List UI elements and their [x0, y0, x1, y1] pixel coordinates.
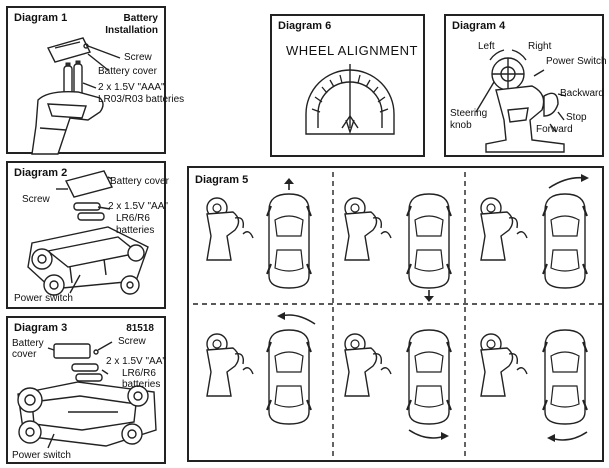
diagram-2-title: Diagram 2: [14, 167, 68, 179]
label-batteries-word: batteries: [116, 225, 155, 236]
label-battery-cover: Battery: [12, 338, 44, 349]
wheel-alignment-heading: WHEEL ALIGNMENT: [286, 43, 418, 58]
diagram-3-title: Diagram 3: [14, 322, 68, 334]
diagram-4-panel: Diagram 4 Left Right Power Switch Backwa…: [444, 14, 607, 157]
label-steering-knob: Steering: [450, 108, 488, 119]
car-battery-illustration: [27, 170, 149, 296]
label-forward: Forward: [536, 124, 573, 135]
label-battery-cover-2: cover: [12, 349, 37, 360]
label-screw: Screw: [22, 194, 50, 205]
diagram-1-panel: Diagram 1 Battery Installation Screw Bat…: [6, 6, 184, 155]
battery-installation-heading: Battery: [123, 13, 158, 24]
label-left: Left: [478, 41, 495, 52]
label-battery-cover: Battery cover: [98, 66, 157, 77]
label-battery-cover: Battery cover: [110, 176, 169, 187]
label-batteries-word: batteries: [122, 379, 161, 390]
driving-directions-grid: [193, 172, 602, 460]
label-stop: Stop: [566, 112, 587, 123]
label-right: Right: [528, 41, 552, 52]
diagram-1-title: Diagram 1: [14, 12, 68, 24]
label-screw: Screw: [124, 52, 152, 63]
label-backward: Backward: [560, 88, 604, 99]
diagram-6-title: Diagram 6: [278, 20, 332, 32]
label-power-switch: Power Switch: [546, 56, 607, 67]
wheel-alignment-dial: [305, 64, 395, 135]
label-batteries-type: LR6/R6: [122, 368, 156, 379]
label-batteries-type: LR6/R6: [116, 213, 150, 224]
diagram-5-panel: Diagram 5: [187, 166, 604, 462]
car-underside-battery-illustration: [17, 341, 157, 449]
diagram-3-panel: Diagram 3 81518 Battery cover Screw 2 x …: [6, 316, 166, 464]
model-number: 81518: [126, 323, 154, 334]
label-steering-knob-2: knob: [450, 120, 472, 131]
label-power-switch: Power switch: [14, 293, 73, 304]
label-batteries: 2 x 1.5V "AA": [106, 356, 166, 367]
diagram-6-panel: Diagram 6 WHEEL ALIGNMENT: [270, 14, 425, 157]
label-power-switch: Power switch: [12, 450, 71, 461]
label-batteries: 2 x 1.5V "AAA": [98, 82, 165, 93]
transmitter-controls-illustration: [475, 49, 567, 153]
transmitter-battery-illustration: [31, 37, 121, 155]
diagram-5-title: Diagram 5: [195, 174, 249, 186]
label-screw: Screw: [118, 336, 146, 347]
label-batteries: 2 x 1.5V "AA": [108, 201, 168, 212]
diagram-2-panel: Diagram 2 Battery cover Screw 2 x 1.5V "…: [6, 161, 169, 309]
label-batteries-type: LR03/R03 batteries: [98, 94, 185, 105]
diagram-4-title: Diagram 4: [452, 20, 506, 32]
battery-installation-heading-2: Installation: [105, 25, 158, 36]
